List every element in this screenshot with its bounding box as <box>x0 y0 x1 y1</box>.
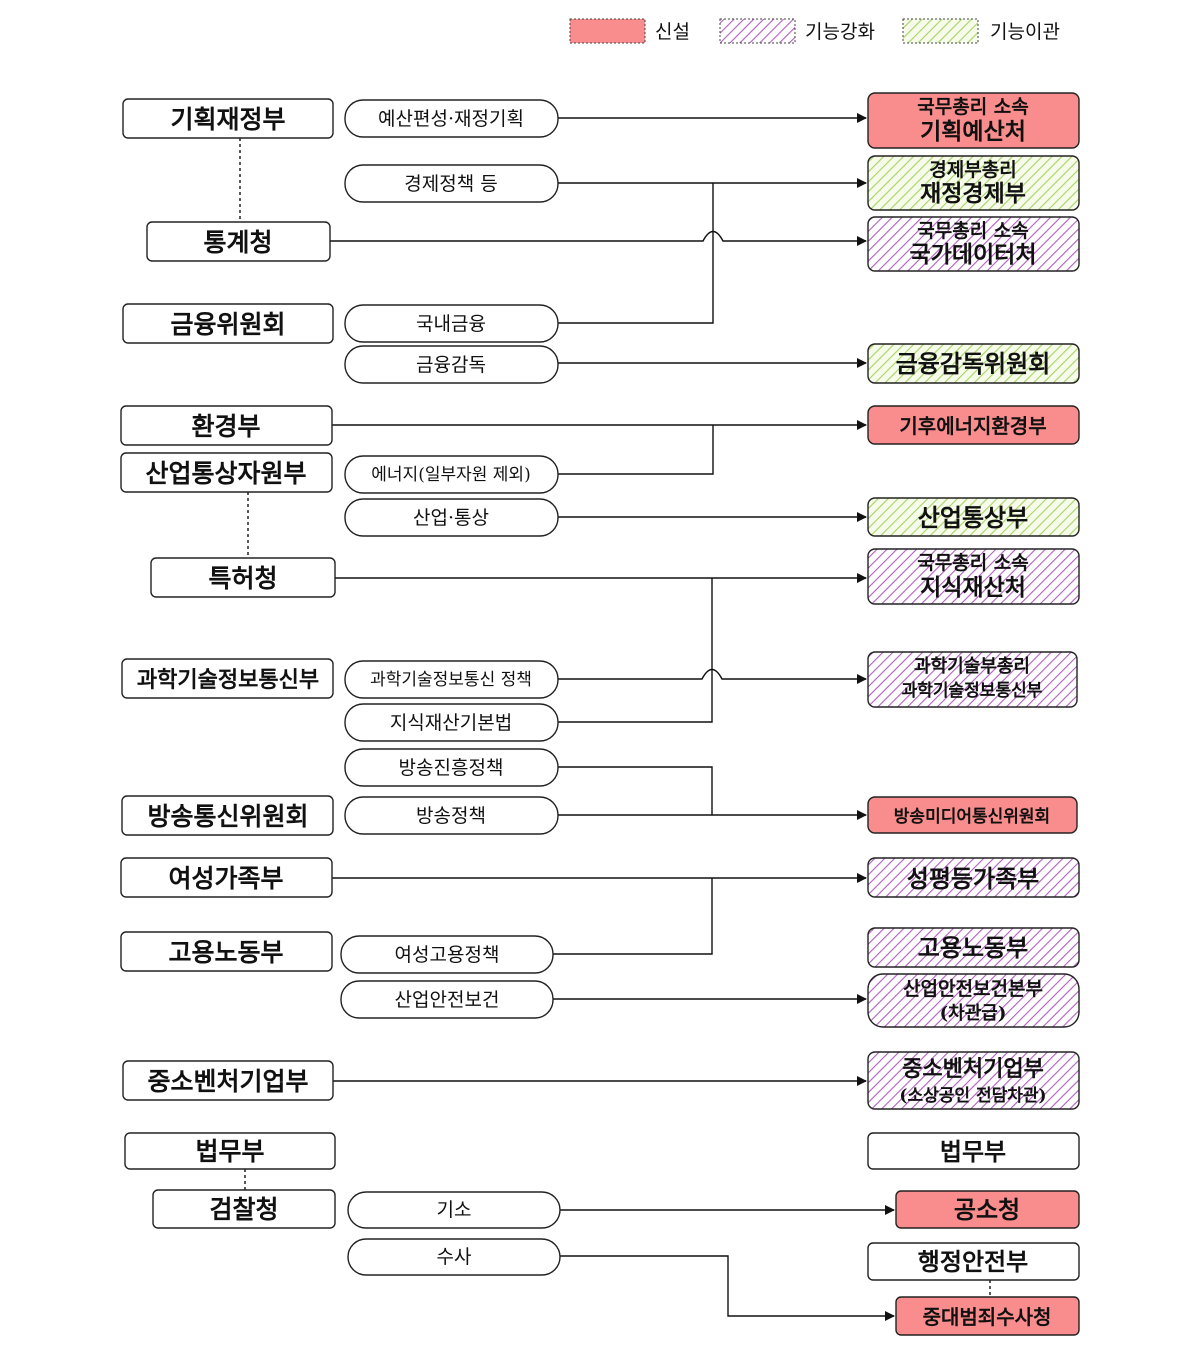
new-data-office-line2: 국가데이터처 <box>910 241 1037 268</box>
connectors <box>239 113 991 1321</box>
node-moef: 기획재정부 <box>170 105 285 134</box>
new-mois: 행정안전부 <box>918 1247 1028 1276</box>
current-ministries <box>120 98 336 1229</box>
line-energy <box>558 425 714 475</box>
pill-investigation: 수사 <box>437 1246 472 1268</box>
new-climate: 기후에너지환경부 <box>899 414 1046 438</box>
line-ip-law <box>558 578 713 723</box>
pill-broadcast-policy: 방송정책 <box>416 805 486 827</box>
pill-safety-health: 산업안전보건 <box>395 989 500 1011</box>
pill-energy: 에너지(일부자원 제외) <box>371 465 530 485</box>
new-organizations <box>867 92 1080 1336</box>
node-fsc: 금융위원회 <box>170 310 285 339</box>
new-moel: 고용노동부 <box>918 933 1028 962</box>
new-gender: 성평등가족부 <box>907 864 1039 893</box>
new-fss: 금융감독위원회 <box>896 349 1051 378</box>
new-media-comm: 방송미디어통신위원회 <box>894 807 1050 827</box>
new-mss-line2: (소상공인 전담차관) <box>899 1086 1046 1106</box>
new-mofe-line2: 재정경제부 <box>920 180 1026 207</box>
new-data-office-line1: 국무총리 소속 <box>917 220 1029 242</box>
node-env: 환경부 <box>191 412 260 441</box>
arrow-statistics <box>330 230 867 246</box>
arrow-sci-ict <box>558 668 867 684</box>
legend-enhanced-label: 기능강화 <box>805 21 875 43</box>
new-msit-line1: 과학기술부총리 <box>914 655 1030 677</box>
new-ip-office-line2: 지식재산처 <box>920 574 1026 601</box>
node-statistics: 통계청 <box>203 228 272 257</box>
arrow-investigation <box>560 1255 895 1321</box>
pill-women-employment: 여성고용정책 <box>395 944 500 966</box>
pill-broadcast-promo: 방송진흥정책 <box>399 757 504 779</box>
new-mss-line1: 중소벤처기업부 <box>902 1056 1044 1082</box>
pill-indictment: 기소 <box>437 1199 472 1221</box>
new-moj: 법무부 <box>940 1137 1006 1166</box>
line-women-employment <box>553 878 713 955</box>
new-indictment-office: 공소청 <box>954 1195 1020 1224</box>
new-msit-line2: 과학기술정보통신부 <box>902 681 1043 701</box>
node-kcc: 방송통신위원회 <box>147 802 308 831</box>
new-mofe-line1: 경제부총리 <box>929 159 1016 181</box>
node-mogef: 여성가족부 <box>168 864 283 893</box>
new-budget-office-line2: 기획예산처 <box>920 118 1026 145</box>
pill-econ-policy: 경제정책 등 <box>404 173 497 195</box>
legend-enhanced-swatch <box>719 18 796 44</box>
legend-new-label: 신설 <box>655 21 690 43</box>
line-domestic-finance <box>558 183 714 324</box>
pill-sci-ict-policy: 과학기술정보통신 정책 <box>370 670 532 690</box>
new-serious-crime: 중대범죄수사청 <box>923 1305 1052 1329</box>
new-safety-hq-line2: (차관급) <box>940 1003 1007 1024</box>
pill-domestic-finance: 국내금융 <box>416 313 486 335</box>
pill-industry-trade: 산업·통상 <box>413 507 489 529</box>
legend-new-swatch <box>569 18 646 44</box>
legend-transferred-label: 기능이관 <box>990 21 1060 43</box>
line-broadcast-promo <box>558 766 713 815</box>
legend-transferred-swatch <box>902 18 979 44</box>
new-ip-office-line1: 국무총리 소속 <box>917 552 1029 574</box>
node-msit: 과학기술정보통신부 <box>137 667 319 693</box>
node-moel: 고용노동부 <box>168 938 283 967</box>
function-pills <box>340 99 561 1276</box>
node-prosecution: 검찰청 <box>209 1195 278 1224</box>
new-budget-office-line1: 국무총리 소속 <box>917 96 1029 118</box>
new-mot: 산업통상부 <box>918 503 1028 532</box>
legend: 신설 기능강화 기능이관 <box>569 18 1060 44</box>
new-safety-hq-line1: 산업안전보건본부 <box>903 978 1043 1000</box>
node-moj: 법무부 <box>195 1137 264 1166</box>
node-mss: 중소벤처기업부 <box>147 1067 308 1096</box>
pill-budget: 예산편성·재정기획 <box>378 108 524 130</box>
node-motie: 산업통상자원부 <box>145 459 306 488</box>
pill-ip-law: 지식재산기본법 <box>390 712 512 734</box>
node-kipo: 특허청 <box>208 564 277 593</box>
pill-fin-supervision: 금융감독 <box>416 354 486 376</box>
